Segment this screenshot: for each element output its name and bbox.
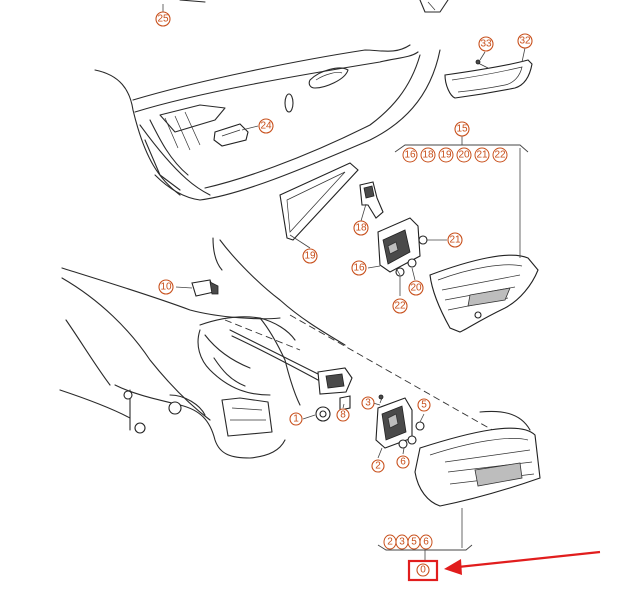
callout-5: 5 [417,398,431,412]
group-15-label: 19 [438,147,454,163]
svg-text:0: 0 [420,565,426,576]
trunk-lid [94,44,441,201]
trunk-lid-top [179,0,449,13]
svg-text:33: 33 [480,39,492,50]
svg-text:16: 16 [404,150,416,161]
connector [359,181,384,219]
group-0-label: 3 [395,534,409,550]
callout-21: 21 [447,232,463,248]
callout-8: 8 [336,408,350,422]
red-arrow-icon [444,550,601,575]
group-15-label: 16 [402,147,418,163]
svg-text:10: 10 [160,282,172,293]
svg-text:22: 22 [394,301,406,312]
svg-text:5: 5 [421,400,427,411]
svg-text:8: 8 [340,410,346,421]
group-15-label: 20 [456,147,472,163]
svg-text:6: 6 [423,537,429,548]
group-0-label: 6 [419,534,433,550]
svg-text:19: 19 [440,150,452,161]
svg-text:25: 25 [157,14,169,25]
callout-33: 33 [478,36,494,52]
svg-text:19: 19 [304,251,316,262]
group-15-label: 18 [420,147,436,163]
callout-3: 3 [361,396,375,410]
group-15-labels: 16 18 19 20 21 22 [402,147,508,163]
leader-lines [162,4,526,459]
callout-19: 19 [302,248,318,264]
svg-text:6: 6 [400,457,406,468]
svg-text:21: 21 [476,150,488,161]
rear-body [59,237,511,459]
callout-0: 0 [416,563,430,577]
group-15-bracket [394,136,529,258]
inner-tail-lamp [429,254,539,333]
svg-text:5: 5 [411,537,417,548]
group-0-labels: 2 3 5 6 [383,534,433,550]
inner-lamp-holder [377,217,428,277]
svg-text:18: 18 [422,150,434,161]
outer-lamp-holder [375,394,425,449]
callout-24: 24 [258,118,274,134]
highlight-box [407,559,439,582]
trim-strip [444,59,533,99]
callout-20: 20 [408,280,424,296]
svg-text:3: 3 [365,398,371,409]
callout-15: 15 [454,121,470,137]
svg-text:21: 21 [449,235,461,246]
callout-2: 2 [371,459,385,473]
callout-1: 1 [289,412,303,426]
wiring-harness [229,329,353,422]
outer-tail-lamp [414,410,541,507]
bulb-socket [191,279,219,297]
highlight-assembly-callout[interactable]: 0 [407,559,439,582]
group-0-label: 2 [383,534,397,550]
svg-text:2: 2 [375,461,381,472]
callout-10: 10 [158,279,174,295]
svg-text:18: 18 [355,223,367,234]
svg-text:3: 3 [399,537,405,548]
group-15-label: 21 [474,147,490,163]
svg-text:2: 2 [387,537,393,548]
callout-25: 25 [155,11,171,27]
callout-22: 22 [392,298,408,314]
svg-text:20: 20 [410,283,422,294]
callout-18: 18 [353,220,369,236]
svg-text:20: 20 [458,150,470,161]
svg-text:24: 24 [260,121,272,132]
callout-16: 16 [351,260,367,276]
callout-32: 32 [517,33,533,49]
group-15-label: 22 [492,147,508,163]
callout-6: 6 [396,455,410,469]
svg-text:1: 1 [293,414,299,425]
svg-text:15: 15 [456,124,468,135]
svg-text:32: 32 [519,36,531,47]
triangle-trim [279,162,359,241]
group-0-label: 5 [407,534,421,550]
svg-text:16: 16 [353,263,365,274]
svg-text:22: 22 [494,150,506,161]
